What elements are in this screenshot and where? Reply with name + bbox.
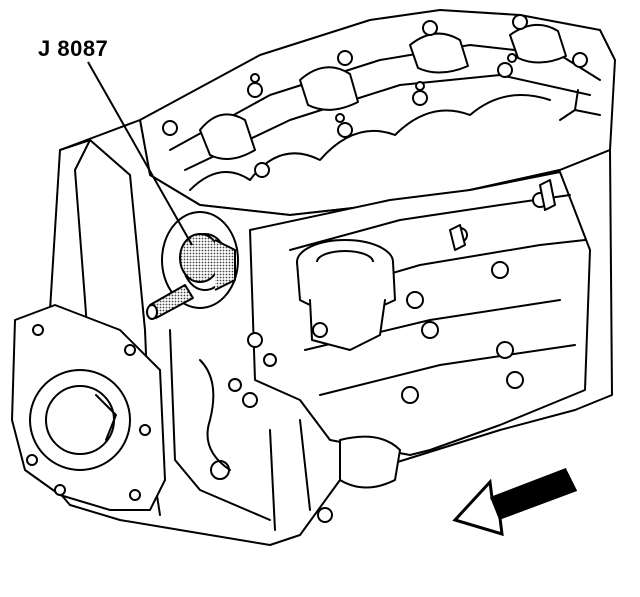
callout-leader [87,61,193,246]
j8087-tool [146,233,236,320]
tool-callout-label: J 8087 [38,36,109,61]
head-bolts [162,14,588,178]
arrow-left-icon [452,468,578,537]
